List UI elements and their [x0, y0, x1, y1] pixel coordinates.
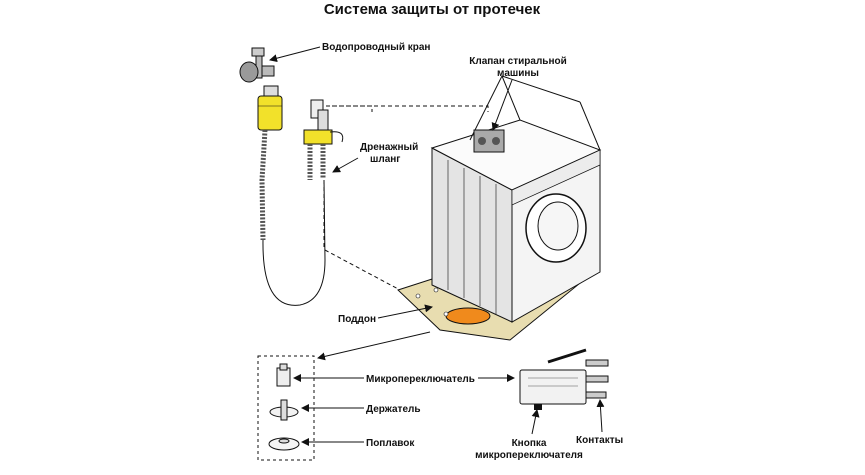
holder-icon — [269, 399, 299, 421]
float-icon — [268, 437, 300, 451]
machine-valve-icon — [473, 129, 505, 153]
label-microswitch: Микропереключатель — [366, 374, 475, 385]
label-float: Поплавок — [366, 438, 415, 449]
label-drain-line1: Дренажный — [360, 142, 418, 153]
label-button-line1: Кнопка — [512, 438, 547, 449]
label-contacts: Контакты — [576, 435, 623, 446]
label-drain-line2: шланг — [370, 154, 400, 165]
label-tap: Водопроводный кран — [322, 42, 430, 53]
dashed-connection-tray — [324, 249, 401, 291]
controller-box-icon — [257, 85, 283, 131]
inlet-hose — [259, 129, 326, 306]
label-tray: Поддон — [338, 314, 376, 325]
diagram-title: Система защиты от протечек — [324, 1, 541, 18]
water-tap-icon — [239, 47, 275, 83]
label-valve-line2: машины — [497, 68, 539, 79]
microswitch-icon — [519, 348, 609, 410]
label-button-line2: микропереключателя — [475, 450, 583, 461]
washing-machine-icon — [430, 75, 602, 323]
drain-hose-icon — [303, 99, 344, 180]
dashed-connection-valve — [326, 105, 373, 112]
label-holder: Держатель — [366, 404, 421, 415]
label-valve-line1: Клапан стиральной — [469, 56, 567, 67]
microswitch-small-icon — [276, 363, 291, 387]
